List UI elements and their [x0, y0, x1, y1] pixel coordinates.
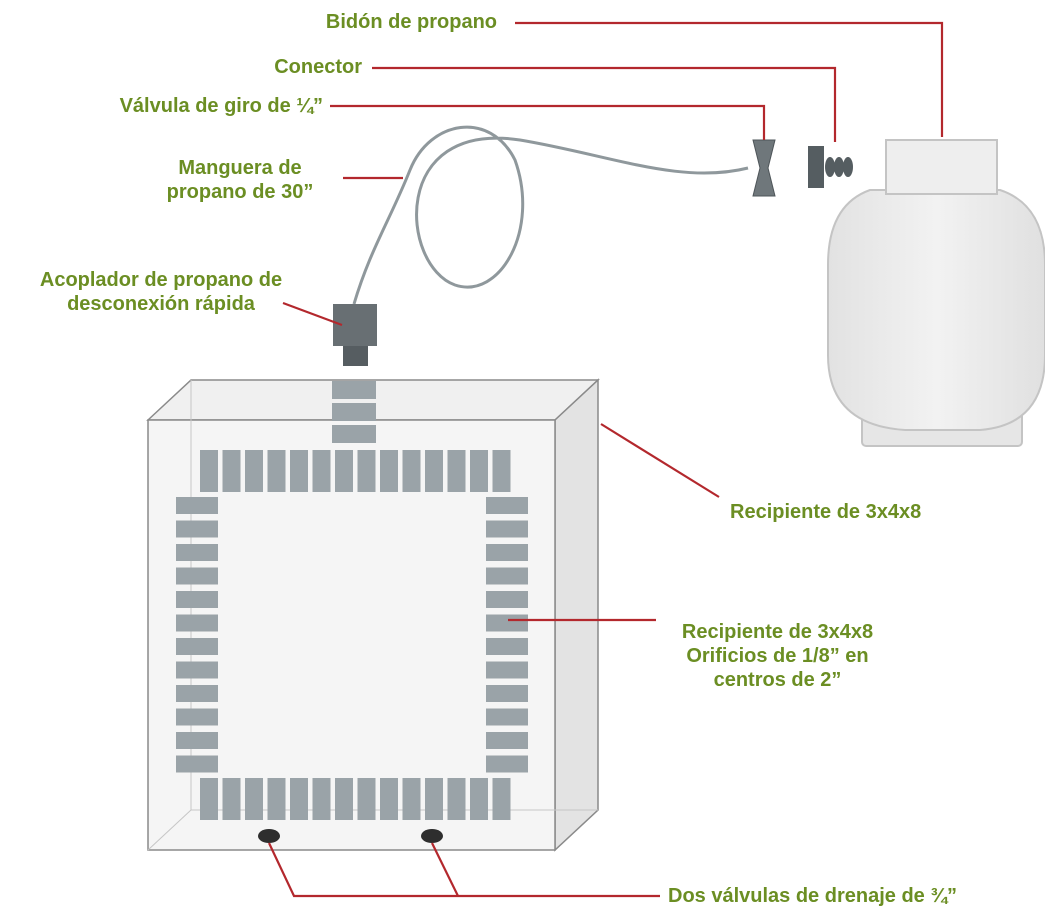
hole: [486, 732, 528, 749]
leader-drain-valves: [268, 842, 660, 898]
hole: [245, 450, 263, 492]
hole: [176, 567, 218, 585]
hole: [492, 450, 511, 492]
hole: [447, 778, 466, 820]
label-holes-line1: Recipiente de 3x4x8: [681, 621, 874, 643]
label-holes-line2: Orificios de 1/8” en: [686, 645, 869, 667]
hole: [380, 450, 398, 492]
hole: [176, 732, 218, 749]
hole: [486, 614, 528, 632]
hole: [402, 450, 421, 492]
hole: [470, 778, 488, 820]
label-drain-valves: Dos válvulas de drenaje de ¾”: [668, 885, 958, 907]
label-coupler-line1: Acoplador de propano de: [39, 269, 283, 291]
label-propane-hose: Manguera de propano de 30”: [140, 156, 340, 204]
leader-container: [600, 423, 720, 498]
hole: [222, 778, 241, 820]
label-hose-line1: Manguera de: [178, 157, 302, 179]
hole: [176, 708, 218, 726]
hole: [380, 778, 398, 820]
hole: [222, 450, 241, 492]
propane-hose: [352, 125, 749, 305]
drain-valve-right: [421, 829, 443, 843]
label-swivel-valve: Válvula de giro de ¼”: [119, 95, 323, 117]
leader-coupler: [282, 301, 343, 327]
hole: [312, 450, 331, 492]
label-holes-line3: centros de 2”: [713, 669, 842, 691]
hole: [402, 778, 421, 820]
label-hose-line2: propano de 30”: [166, 181, 314, 203]
hole: [486, 591, 528, 608]
hole: [357, 778, 376, 820]
leader-drain-valve-right: [431, 842, 459, 897]
quick-disconnect-coupler: [333, 304, 377, 366]
hole: [176, 614, 218, 632]
hole: [425, 450, 443, 492]
hole: [486, 544, 528, 561]
hole: [486, 567, 528, 585]
hole: [332, 381, 376, 399]
hole: [176, 520, 218, 538]
hole: [176, 544, 218, 561]
hole: [486, 708, 528, 726]
hole: [486, 497, 528, 514]
propane-tank: [827, 139, 1045, 447]
hole: [290, 778, 308, 820]
hole: [332, 403, 376, 421]
hole: [176, 497, 218, 514]
hole: [486, 661, 528, 679]
hole: [486, 520, 528, 538]
label-holes: Recipiente de 3x4x8 Orificios de 1/8” en…: [650, 620, 905, 692]
hole: [332, 425, 376, 443]
label-propane-tank: Bidón de propano: [325, 11, 497, 33]
hole: [425, 778, 443, 820]
hole: [267, 778, 286, 820]
hole: [486, 638, 528, 655]
swivel-valve: [752, 139, 776, 197]
leader-connector: [372, 66, 837, 142]
hole: [176, 638, 218, 655]
hole: [335, 450, 353, 492]
hole: [200, 778, 218, 820]
label-connector: Conector: [274, 56, 362, 78]
leader-swivel-valve: [330, 104, 766, 140]
hole: [176, 685, 218, 702]
hole: [290, 450, 308, 492]
hole: [486, 685, 528, 702]
hole: [267, 450, 286, 492]
hole: [312, 778, 331, 820]
hole: [357, 450, 376, 492]
connector: [808, 146, 853, 188]
hole: [176, 591, 218, 608]
leader-propane-tank: [515, 21, 944, 137]
label-container: Recipiente de 3x4x8: [730, 501, 922, 523]
label-coupler-line2: desconexión rápida: [67, 293, 255, 315]
label-quick-coupler: Acoplador de propano de desconexión rápi…: [6, 268, 316, 316]
hole: [176, 661, 218, 679]
hole: [176, 755, 218, 773]
hole: [486, 755, 528, 773]
drain-valve-left: [258, 829, 280, 843]
hole: [492, 778, 511, 820]
hole: [200, 450, 218, 492]
holes-pattern: [176, 381, 528, 820]
hole: [335, 778, 353, 820]
hole: [245, 778, 263, 820]
hole: [447, 450, 466, 492]
hole: [470, 450, 488, 492]
